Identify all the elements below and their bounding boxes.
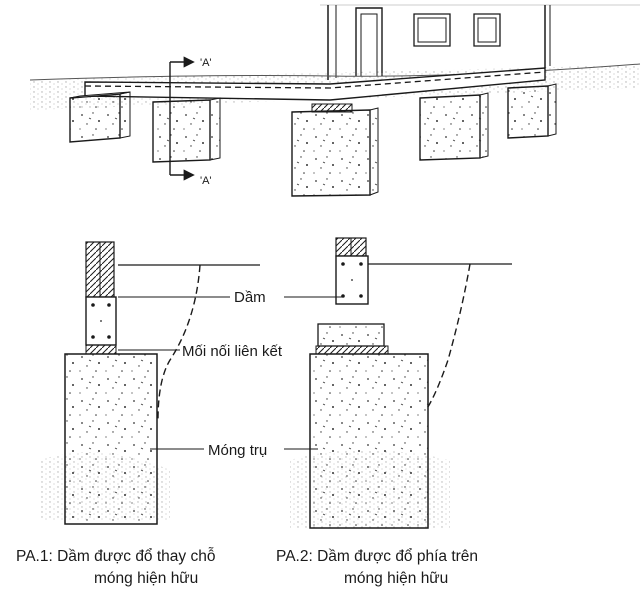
- section-option-1: [40, 241, 260, 525]
- footing-2: [309, 353, 429, 529]
- section-marker-bottom: 'A': [200, 175, 212, 187]
- excavation-line-1: [157, 264, 201, 421]
- pier-2: [152, 97, 221, 163]
- cap-block-2: [317, 323, 385, 347]
- caption-option-1-line-2: móng hiện hữu: [94, 570, 198, 587]
- section-cut-line: [169, 56, 195, 181]
- house-walls: [327, 5, 551, 80]
- caption-option-2-line-1: PA.2: Dầm được đổ phía trên: [276, 548, 478, 565]
- perspective-view: 'A' 'A': [29, 4, 641, 197]
- label-joint: Mối nối liên kết: [182, 343, 283, 360]
- pier-1: [69, 91, 131, 143]
- label-beam: Dầm: [234, 289, 266, 306]
- joint-1: [85, 344, 117, 355]
- caption-option-2-line-2: móng hiện hữu: [344, 570, 448, 587]
- pier-4: [419, 92, 489, 161]
- pier-5: [507, 83, 557, 139]
- section-marker-top: 'A': [200, 57, 212, 69]
- leaders: [118, 296, 342, 450]
- beam-1: [85, 296, 117, 346]
- excavation-line-2: [425, 263, 471, 411]
- joint-2: [315, 345, 389, 355]
- footing-1: [64, 353, 158, 525]
- section-option-2: [290, 237, 512, 529]
- beam-2: [335, 255, 369, 305]
- pier-3: [291, 103, 379, 197]
- label-footing: Móng trụ: [208, 442, 267, 459]
- caption-option-1-line-1: PA.1: Dầm được đổ thay chỗ: [16, 548, 215, 565]
